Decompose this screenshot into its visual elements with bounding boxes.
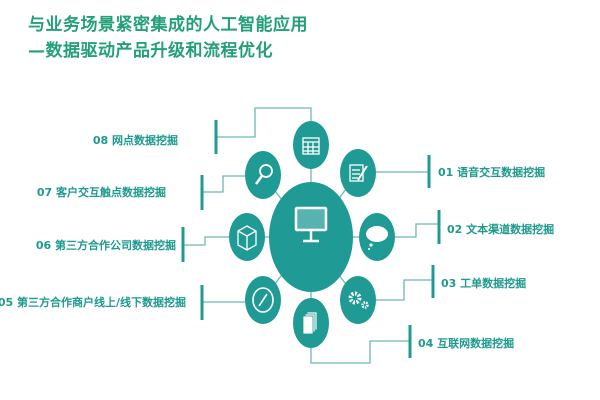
label-08: 08 网点数据挖掘 [93,133,178,147]
node-08 [293,121,329,169]
monitor-icon [294,206,328,243]
label-04: 04 互联网数据挖掘 [418,336,514,350]
documents-icon [302,311,318,335]
node-06 [229,213,265,261]
bar-08 [214,120,218,154]
label-07: 07 客户交互触点数据挖掘 [37,185,166,199]
title-line-2: —数据驱动产品升级和流程优化 [28,41,273,61]
bar-05 [200,285,204,320]
label-06: 06 第三方合作公司数据挖掘 [36,238,176,252]
gears-icon [348,291,369,309]
bar-07 [200,175,204,210]
label-01: 01 语音交互数据挖掘 [438,165,545,179]
bar-03 [431,265,435,298]
label-02: 02 文本渠道数据挖掘 [447,222,554,236]
node-03 [340,276,376,324]
title-line-1: 与业务场景紧密集成的人工智能应用 [28,15,308,35]
compass-icon [252,287,274,313]
bar-02 [437,210,441,244]
cube-icon [237,225,257,251]
connector-03 [376,279,433,301]
connector-02 [395,223,439,238]
bar-01 [427,155,431,188]
label-05: 05 第三方合作商户线上/线下数据挖掘 [0,295,186,309]
node-05 [245,276,281,324]
bar-04 [408,325,412,358]
magnifier-icon [255,164,273,185]
node-04 [293,298,329,348]
calendar-icon [302,137,320,155]
label-03: 03 工单数据挖掘 [441,276,526,290]
connector-08 [216,107,312,138]
connector-06 [183,236,229,246]
notepad-pen-icon [349,164,368,182]
node-02 [359,213,395,261]
center-node [269,182,353,292]
node-07 [245,151,281,199]
connector-07 [202,175,245,193]
bar-06 [181,227,185,262]
connector-04 [310,340,410,364]
speech-bubble-icon [366,226,388,250]
label-bars [181,120,441,358]
node-01 [340,149,376,197]
